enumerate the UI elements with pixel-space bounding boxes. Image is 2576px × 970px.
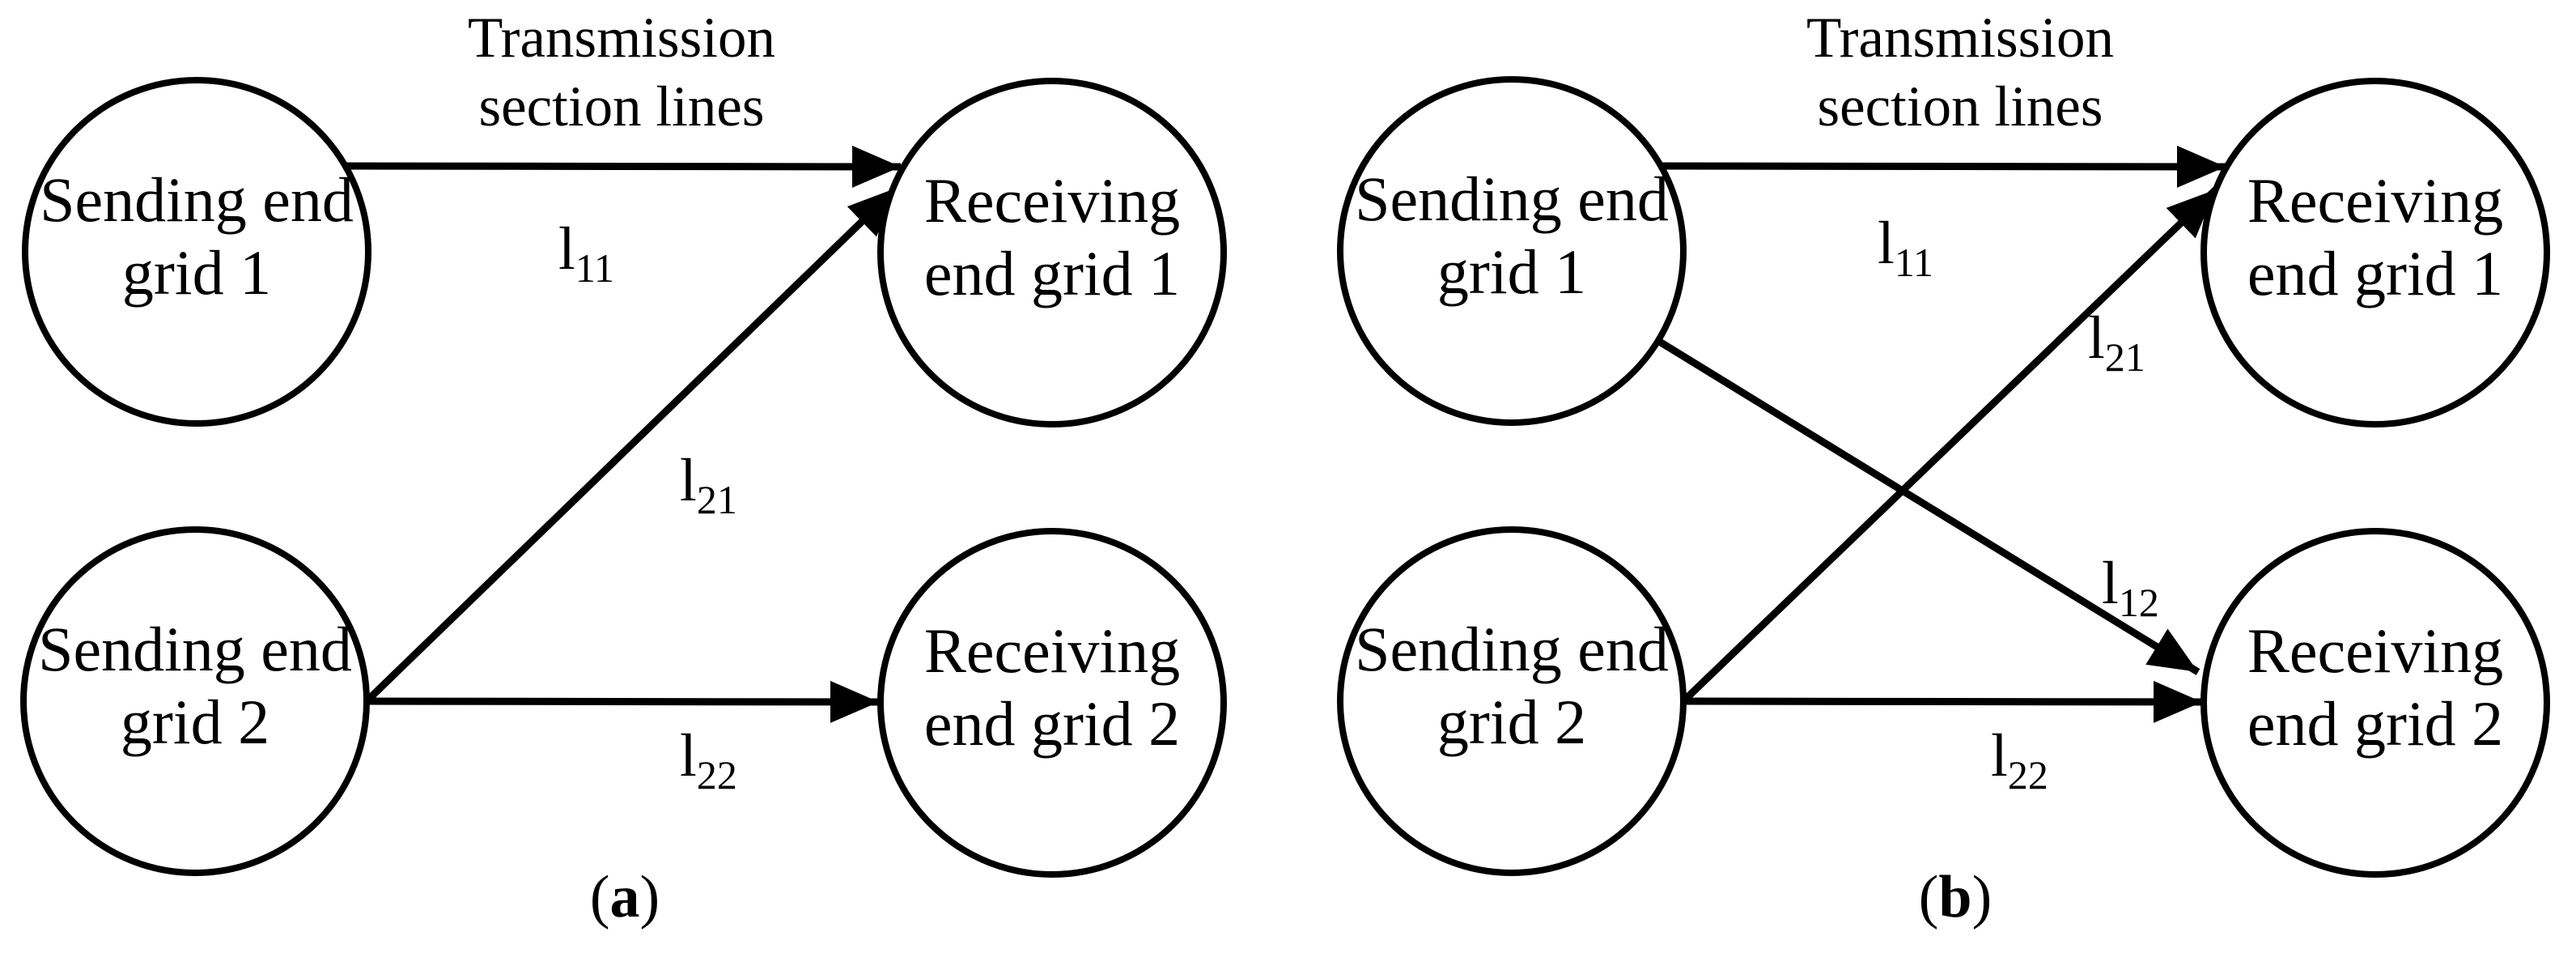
- edge-a-l22: [366, 680, 880, 723]
- node-b-receiving-grid-1-line2: end grid 1: [2247, 238, 2503, 308]
- edge-label-b-l12-sub: 12: [2119, 580, 2159, 625]
- panel-a-caption-letter: a: [610, 864, 640, 930]
- panel-b-caption-open: (: [1919, 864, 1939, 930]
- edge-label-b-l11-sub: 11: [1895, 240, 1933, 285]
- edge-label-a-l21: l21: [680, 447, 737, 522]
- edge-a-l11: [342, 145, 902, 188]
- node-a-sending-grid-1: [22, 77, 371, 427]
- panel-a-caption: (a): [590, 864, 660, 930]
- edge-label-b-l12: l12: [2102, 550, 2159, 625]
- edge-b-l12: [1656, 338, 2200, 675]
- edge-label-b-l11-base: l: [1878, 210, 1895, 277]
- edge-label-b-l12-base: l: [2102, 550, 2119, 617]
- node-a-sending-grid-1-line1: Sending end: [40, 164, 354, 235]
- panel-a-title-line1: Transmission: [468, 6, 775, 70]
- edge-label-a-l21-base: l: [680, 447, 697, 514]
- edge-label-b-l22: l22: [1991, 722, 2048, 798]
- node-b-receiving-grid-2-line2: end grid 2: [2247, 688, 2503, 759]
- edge-label-b-l11: l11: [1878, 210, 1933, 285]
- panel-b-caption-close: ): [1972, 864, 1992, 930]
- node-b-receiving-grid-2: [2200, 528, 2550, 878]
- edge-label-a-l21-sub: 21: [697, 477, 737, 522]
- edge-label-b-l21: l21: [2088, 304, 2145, 380]
- panel-b-caption: (b): [1919, 864, 1992, 930]
- node-a-receiving-grid-1: [877, 78, 1227, 428]
- edge-label-b-l21-base: l: [2088, 304, 2105, 372]
- node-b-sending-grid-2-line2: grid 2: [1437, 687, 1586, 757]
- edge-b-l11: [1661, 145, 2226, 188]
- node-b-receiving-grid-2-line1: Receiving: [2247, 615, 2503, 686]
- node-a-sending-grid-2-line2: grid 2: [121, 687, 269, 757]
- node-b-receiving-grid-1-line1: Receiving: [2247, 165, 2503, 236]
- edge-label-a-l11-sub: 11: [575, 245, 614, 291]
- edge-b-l22: [1683, 680, 2203, 723]
- node-a-receiving-grid-2-line1: Receiving: [924, 615, 1180, 686]
- panel-a-caption-open: (: [590, 864, 610, 930]
- panel-b: Transmission section lines l11 l21 l12 l…: [1337, 6, 2550, 930]
- node-a-receiving-grid-2-line2: end grid 2: [924, 688, 1180, 759]
- panel-a-title-line2: section lines: [479, 75, 765, 138]
- edge-a-l21: [363, 185, 900, 704]
- edge-label-b-l22-sub: 22: [2008, 752, 2048, 798]
- node-b-sending-grid-2-line1: Sending end: [1355, 614, 1669, 684]
- node-b-sending-grid-2: [1337, 526, 1687, 876]
- edge-b-l21: [1680, 186, 2219, 704]
- edge-label-b-l21-sub: 21: [2105, 334, 2145, 380]
- edge-label-a-l22-base: l: [680, 722, 697, 789]
- edge-label-b-l22-base: l: [1991, 722, 2008, 789]
- node-a-receiving-grid-1-line2: end grid 1: [924, 238, 1180, 308]
- edge-label-a-l11: l11: [558, 215, 614, 291]
- node-a-sending-grid-2: [20, 526, 370, 876]
- node-b-receiving-grid-1: [2200, 78, 2550, 428]
- node-a-sending-grid-2-line1: Sending end: [38, 614, 352, 684]
- edge-label-a-l22: l22: [680, 722, 737, 798]
- panel-a-caption-close: ): [640, 864, 660, 930]
- node-b-sending-grid-1-line2: grid 1: [1437, 236, 1586, 307]
- node-a-receiving-grid-2: [877, 528, 1227, 878]
- node-b-sending-grid-1-line1: Sending end: [1355, 164, 1669, 234]
- panel-b-caption-letter: b: [1938, 864, 1971, 930]
- panel-a: Transmission section lines l11 l21 l22 S…: [20, 6, 1227, 930]
- panel-b-title-line2: section lines: [1818, 75, 2103, 138]
- panel-b-title-line1: Transmission: [1806, 6, 2114, 70]
- edge-label-a-l11-base: l: [558, 215, 575, 283]
- edge-label-a-l22-sub: 22: [697, 752, 737, 798]
- node-a-sending-grid-1-line2: grid 1: [122, 237, 271, 308]
- node-a-receiving-grid-1-line1: Receiving: [924, 165, 1180, 236]
- node-b-sending-grid-1: [1337, 76, 1687, 426]
